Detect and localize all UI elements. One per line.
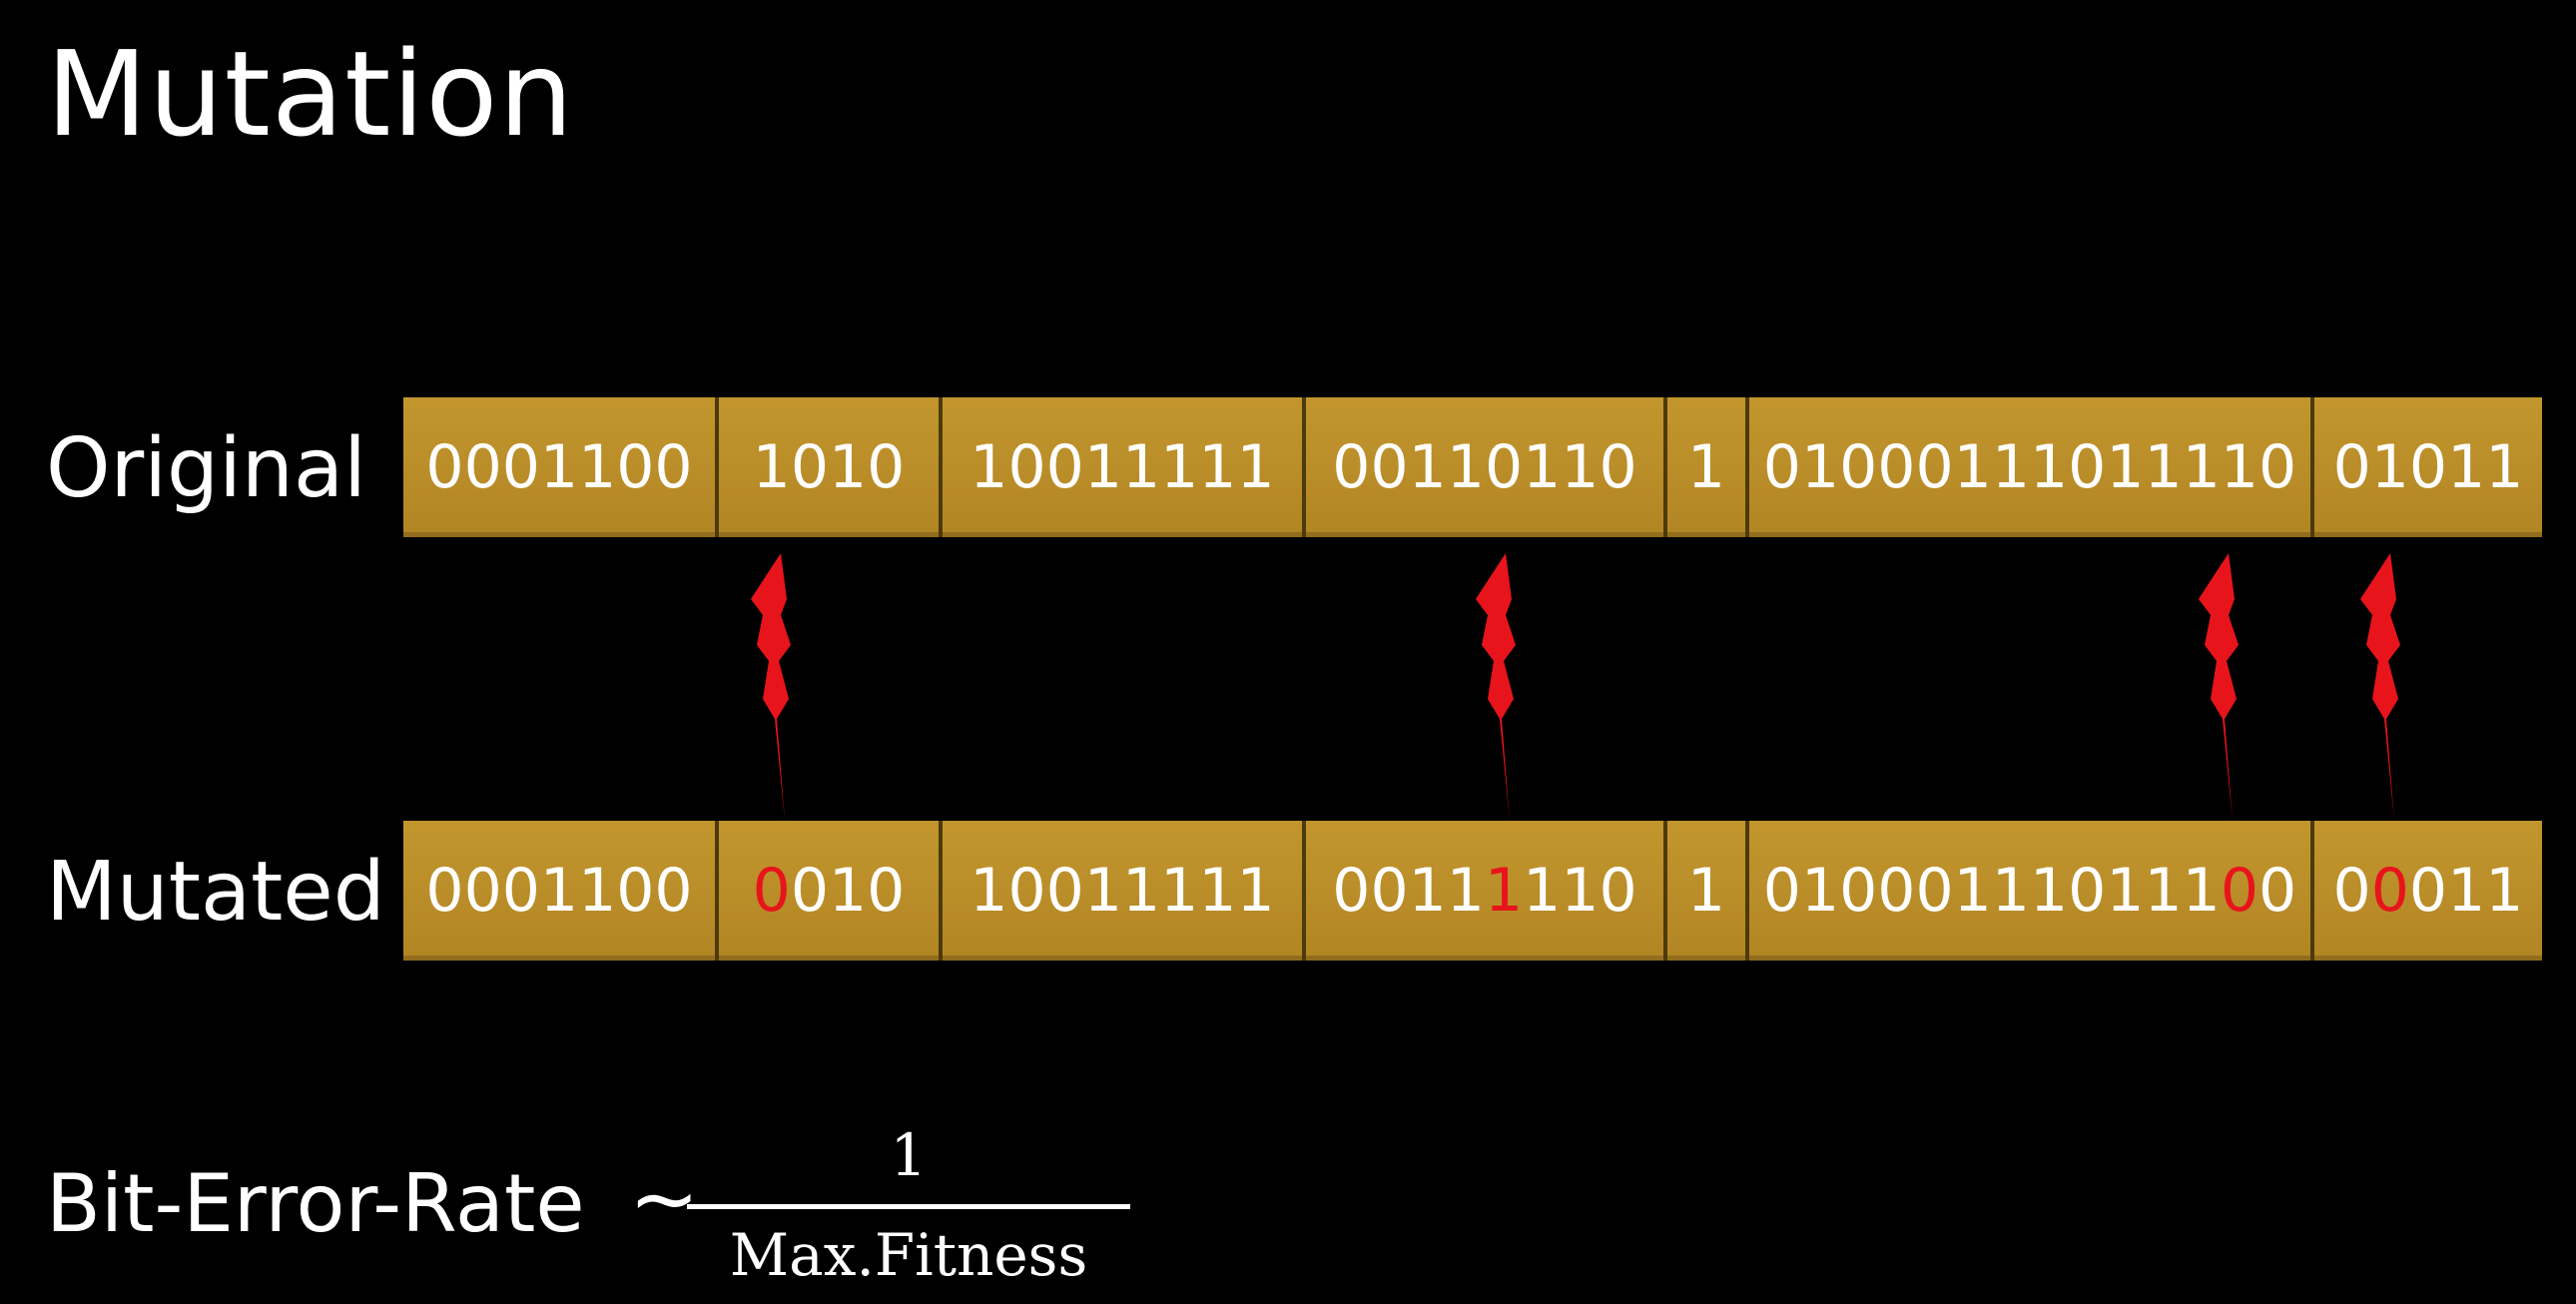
gene-bits: 0011 <box>1332 856 1485 926</box>
lightning-bolt-icon <box>2199 553 2239 821</box>
gene-bits: 0 <box>2258 856 2297 926</box>
original-row-label: Original <box>46 421 366 516</box>
mutated-gene: 10011111 <box>943 821 1306 961</box>
flipped-bit: 0 <box>2220 856 2259 926</box>
flipped-bit: 0 <box>2370 856 2409 926</box>
mutated-gene: 0001100 <box>403 821 719 961</box>
gene-bits: 10011111 <box>969 856 1275 926</box>
original-gene: 01000111011110 <box>1749 397 2314 537</box>
lightning-bolt-icon <box>751 553 791 821</box>
original-gene: 1 <box>1667 397 1749 537</box>
flipped-bit: 0 <box>752 856 791 926</box>
original-gene: 01011 <box>2314 397 2542 537</box>
gene-bits: 0001100 <box>425 856 693 926</box>
lightning-bolt-icon <box>1476 553 1516 821</box>
formula-numerator: 1 <box>890 1121 928 1189</box>
original-chromosome: 0001100 1010 10011111 00110110 1 0100011… <box>403 397 2542 537</box>
formula-relation: ~ <box>629 1149 700 1247</box>
formula-lhs: Bit-Error-Rate <box>46 1157 585 1250</box>
gene-bits: 110 <box>1523 856 1637 926</box>
gene-bits: 010001110111 <box>1762 856 2221 926</box>
gene-bits: 011 <box>2408 856 2524 926</box>
original-gene: 00110110 <box>1306 397 1667 537</box>
formula-denominator: Max.Fitness <box>729 1221 1088 1289</box>
original-gene: 1010 <box>719 397 943 537</box>
original-gene: 0001100 <box>403 397 719 537</box>
lightning-bolt-icon <box>2360 553 2400 821</box>
slide-title: Mutation <box>46 25 575 163</box>
original-gene: 10011111 <box>943 397 1306 537</box>
gene-bits: 010 <box>790 856 906 926</box>
formula-fraction: 1 Max.Fitness <box>687 1104 1130 1304</box>
gene-bits: 1 <box>1686 856 1726 926</box>
fraction-bar <box>687 1204 1130 1209</box>
mutated-row-label: Mutated <box>46 845 385 940</box>
gene-bits: 0 <box>2332 856 2371 926</box>
mutated-gene: 1 <box>1667 821 1749 961</box>
flipped-bit: 1 <box>1484 856 1524 926</box>
